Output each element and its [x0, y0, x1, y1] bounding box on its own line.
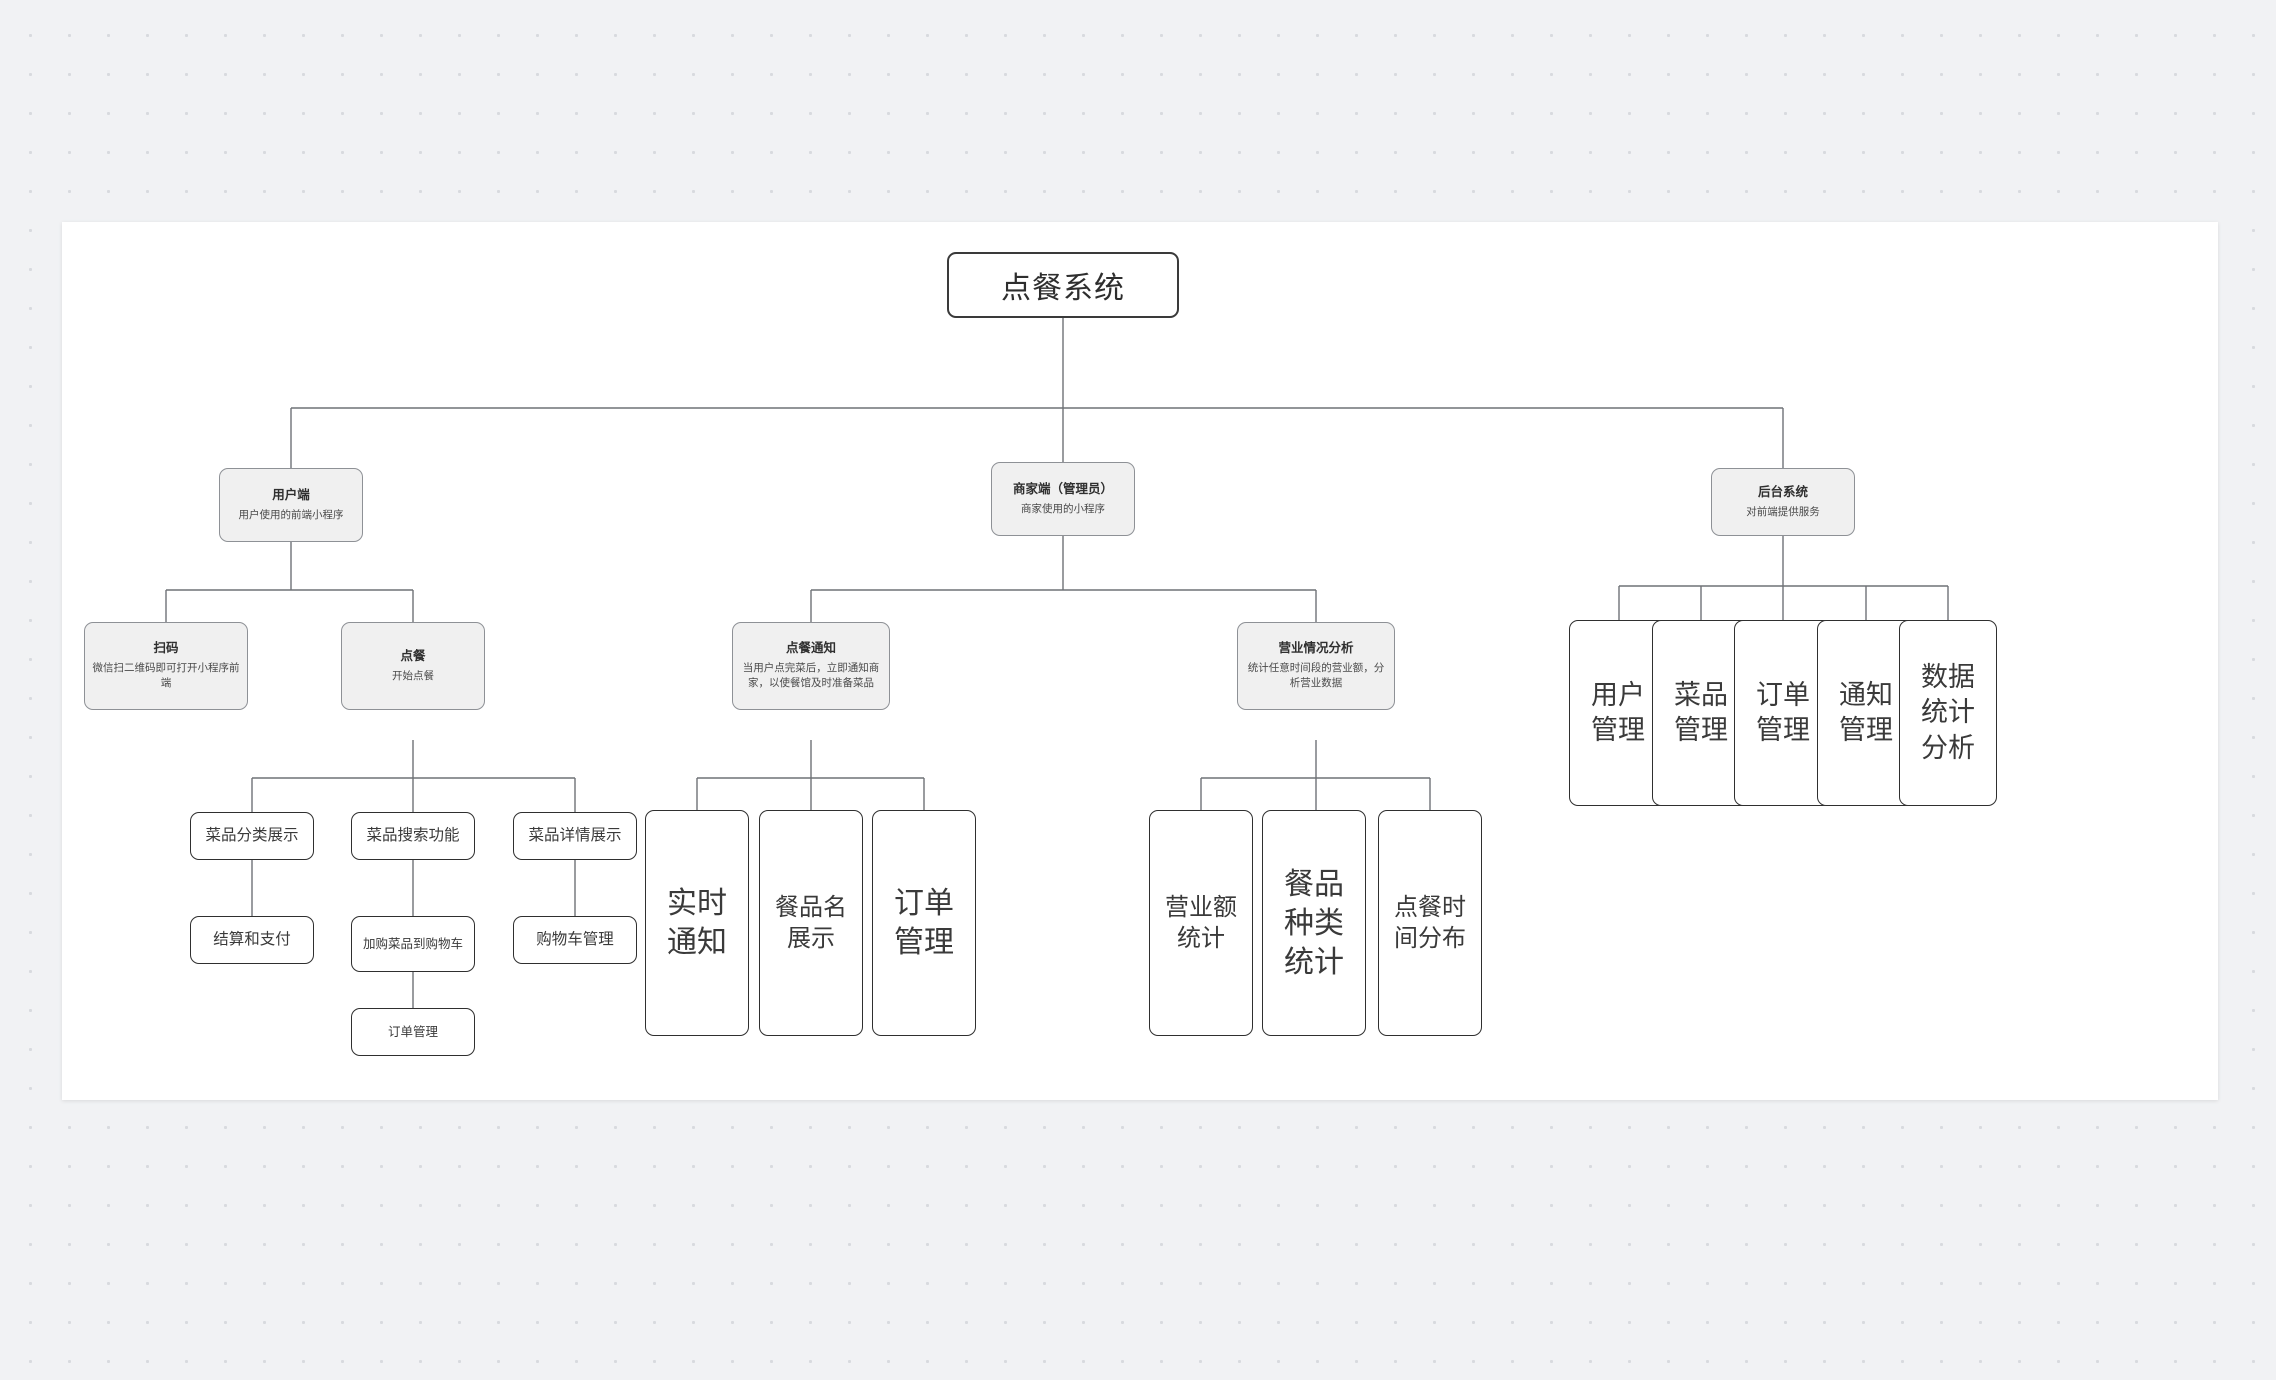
- node-root[interactable]: 点餐系统: [947, 252, 1179, 318]
- node-dish-category-title: 菜品分类展示: [205, 826, 299, 844]
- node-order-title: 点餐: [400, 648, 426, 663]
- node-notify-title: 点餐通知: [785, 641, 836, 656]
- node-realtime-notice-title: 实时通知: [667, 887, 727, 959]
- node-client[interactable]: 用户端 用户使用的前端小程序: [219, 468, 363, 542]
- node-revenue-stats[interactable]: 营业额统计: [1149, 810, 1253, 1036]
- node-dish-detail-title: 菜品详情展示: [528, 826, 622, 844]
- node-dish-type-stats[interactable]: 餐品种类统计: [1262, 810, 1366, 1036]
- node-dish-type-stats-title: 餐品种类统计: [1284, 867, 1344, 979]
- node-revenue-stats-title: 营业额统计: [1165, 893, 1237, 952]
- node-client-desc: 用户使用的前端小程序: [238, 508, 344, 521]
- node-backend-notification-management-title: 通知管理: [1839, 679, 1893, 745]
- node-dish-detail[interactable]: 菜品详情展示: [513, 812, 637, 860]
- node-order[interactable]: 点餐 开始点餐: [341, 622, 485, 710]
- node-notify[interactable]: 点餐通知 当用户点完菜后，立即通知商家，以使餐馆及时准备菜品: [732, 622, 890, 710]
- node-backend-data-statistics[interactable]: 数据统计分析: [1899, 620, 1997, 806]
- node-scan[interactable]: 扫码 微信扫二维码即可打开小程序前端: [84, 622, 248, 710]
- node-order-management-merchant[interactable]: 订单管理: [872, 810, 976, 1036]
- node-backend-title: 后台系统: [1757, 484, 1808, 499]
- node-order-management-client-title: 订单管理: [387, 1024, 438, 1039]
- node-dish-search-title: 菜品搜索功能: [366, 826, 460, 844]
- node-cart-management[interactable]: 购物车管理: [513, 916, 637, 964]
- node-scan-desc: 微信扫二维码即可打开小程序前端: [92, 662, 240, 690]
- node-client-title: 用户端: [272, 487, 310, 502]
- node-order-management-client[interactable]: 订单管理: [351, 1008, 475, 1056]
- node-analysis-desc: 统计任意时间段的营业额，分析营业数据: [1247, 662, 1385, 690]
- node-backend-order-management[interactable]: 订单管理: [1734, 620, 1832, 806]
- node-backend-notification-management[interactable]: 通知管理: [1817, 620, 1915, 806]
- node-cart-management-title: 购物车管理: [536, 930, 614, 948]
- node-merchant-desc: 商家使用的小程序: [1021, 502, 1105, 515]
- node-backend[interactable]: 后台系统 对前端提供服务: [1711, 468, 1855, 536]
- node-backend-order-management-title: 订单管理: [1756, 679, 1810, 745]
- node-dish-name-display-title: 餐品名展示: [775, 893, 847, 952]
- node-backend-dish-management-title: 菜品管理: [1674, 679, 1728, 745]
- node-backend-user-management-title: 用户管理: [1591, 679, 1645, 745]
- node-realtime-notice[interactable]: 实时通知: [645, 810, 749, 1036]
- node-order-time-distribution-title: 点餐时间分布: [1394, 893, 1466, 952]
- node-scan-title: 扫码: [153, 641, 179, 656]
- node-order-management-merchant-title: 订单管理: [894, 887, 954, 959]
- node-dish-category[interactable]: 菜品分类展示: [190, 812, 314, 860]
- connector-layer: [165, 318, 1949, 1008]
- node-backend-user-management[interactable]: 用户管理: [1569, 620, 1667, 806]
- node-order-desc: 开始点餐: [392, 669, 434, 682]
- node-merchant[interactable]: 商家端（管理员） 商家使用的小程序: [991, 462, 1135, 536]
- node-order-time-distribution[interactable]: 点餐时间分布: [1378, 810, 1482, 1036]
- node-dish-search[interactable]: 菜品搜索功能: [351, 812, 475, 860]
- node-merchant-title: 商家端（管理员）: [1012, 481, 1113, 496]
- node-analysis-title: 营业情况分析: [1278, 641, 1354, 656]
- node-checkout-pay[interactable]: 结算和支付: [190, 916, 314, 964]
- node-root-title: 点餐系统: [1001, 272, 1125, 305]
- node-backend-dish-management[interactable]: 菜品管理: [1652, 620, 1750, 806]
- node-notify-desc: 当用户点完菜后，立即通知商家，以使餐馆及时准备菜品: [742, 662, 880, 690]
- node-dish-name-display[interactable]: 餐品名展示: [759, 810, 863, 1036]
- node-analysis[interactable]: 营业情况分析 统计任意时间段的营业额，分析营业数据: [1237, 622, 1395, 710]
- node-backend-data-statistics-title: 数据统计分析: [1921, 662, 1975, 763]
- node-add-to-cart[interactable]: 加购菜品到购物车: [351, 916, 475, 972]
- node-add-to-cart-title: 加购菜品到购物车: [362, 936, 463, 951]
- node-checkout-pay-title: 结算和支付: [213, 930, 291, 948]
- diagram-canvas[interactable]: 点餐系统 用户端 用户使用的前端小程序 商家端（管理员） 商家使用的小程序 后台…: [62, 222, 2218, 1100]
- node-backend-desc: 对前端提供服务: [1746, 505, 1820, 518]
